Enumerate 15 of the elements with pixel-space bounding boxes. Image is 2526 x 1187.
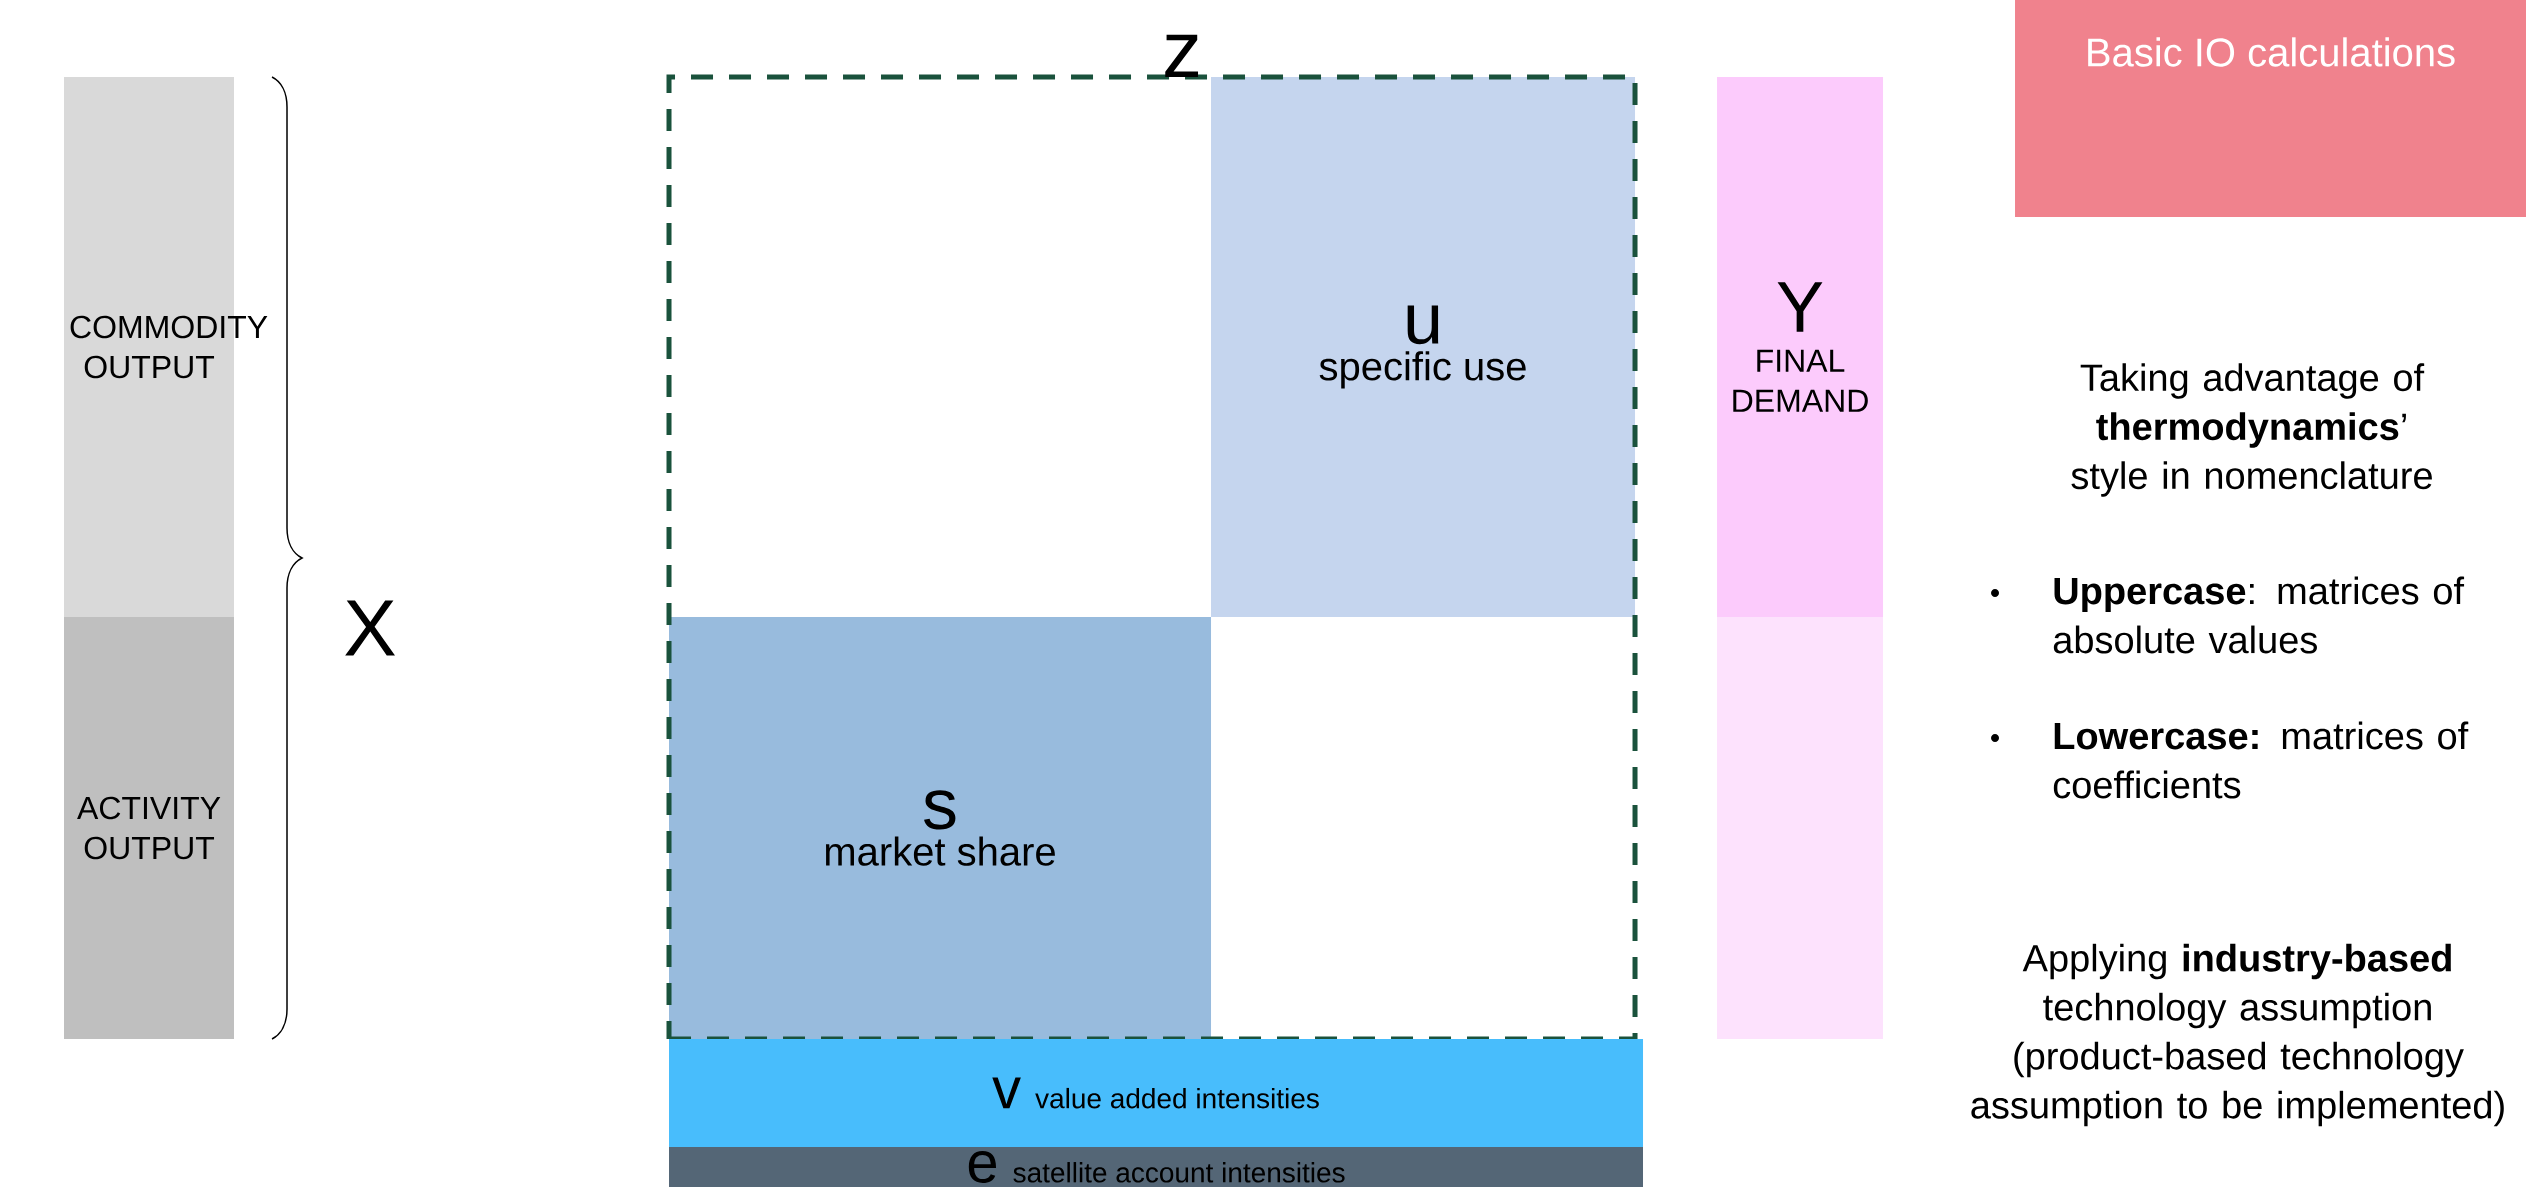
- output-bar: ACTIVITY OUTPUT: [64, 617, 234, 1039]
- note-text: Applying industry-based technology assumption (product-based technology assumption to be implemented): [1971, 943, 2504, 1127]
- intensity-bar: v value added intensities: [669, 1039, 1643, 1147]
- bullet-text: Lowercase: matrices of coefficients: [2053, 721, 2469, 799]
- matrix-block: s market share: [669, 617, 1211, 1039]
- matrix-letter: X: [345, 600, 395, 656]
- node-label: z: [1165, 34, 1199, 77]
- demand-bar: Y FINAL DEMAND: [1717, 77, 1883, 617]
- matrix-block: u specific use: [1211, 77, 1635, 617]
- title-box: Basic IO calculations: [2015, 0, 2526, 217]
- demand-bar: [1717, 617, 1883, 1039]
- bullet-text: Uppercase: matrices of absolute values: [2053, 576, 2465, 654]
- intensity-bar: e satellite account intensities: [669, 1147, 1643, 1187]
- output-bar: COMMODITY OUTPUT: [64, 77, 268, 617]
- note-text: Taking advantage of thermodynamics’ style in nomenclature: [2071, 363, 2432, 497]
